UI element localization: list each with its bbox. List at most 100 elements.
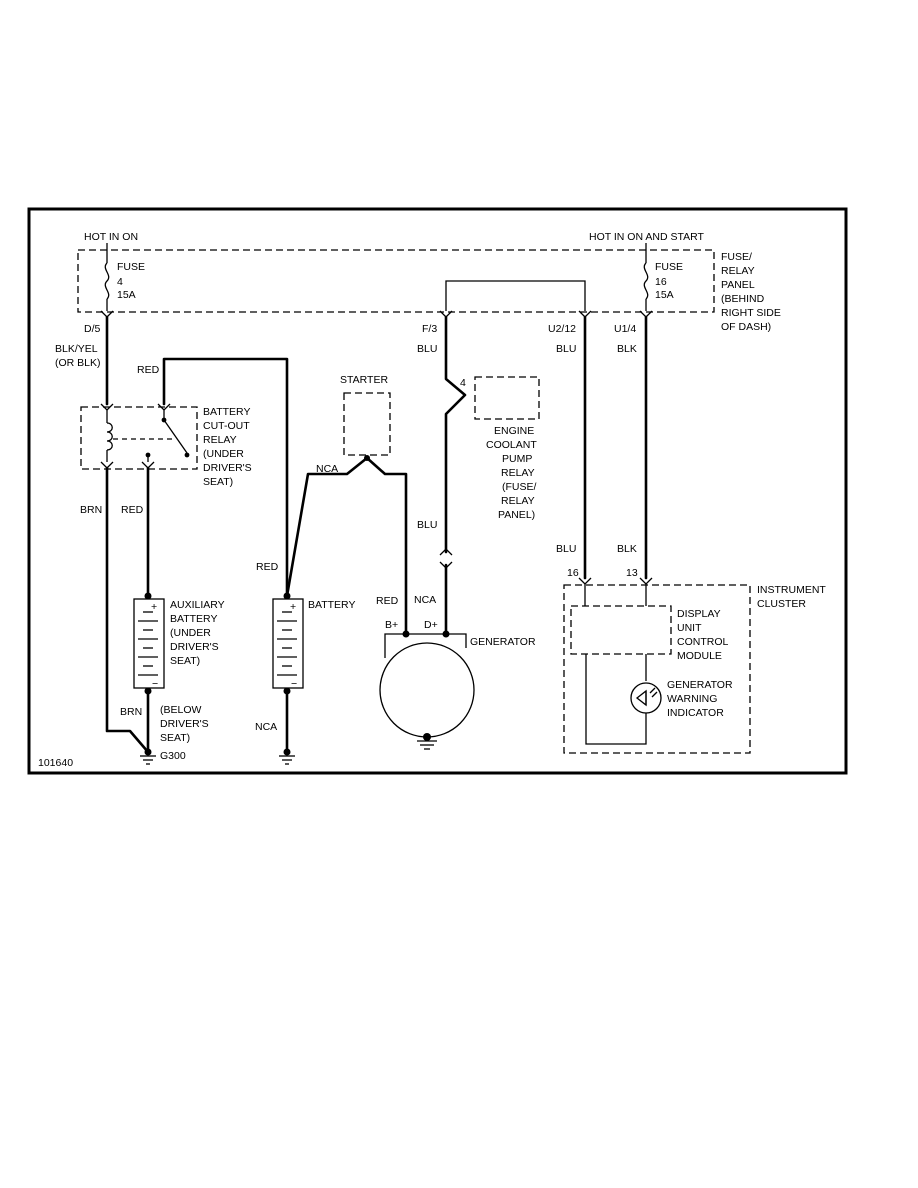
svg-text:16: 16 [567,567,579,579]
svg-text:15A: 15A [655,289,674,301]
panel-internal-link [445,280,586,311]
svg-text:SEAT): SEAT) [160,732,190,744]
battery: + − BATTERY [272,592,355,695]
generator-warning-indicator-icon [630,682,662,714]
svg-text:BATTERY: BATTERY [308,599,355,611]
svg-text:RELAY: RELAY [721,265,755,277]
svg-text:COOLANT: COOLANT [486,439,537,451]
generator: B+ D+ GENERATOR [379,619,536,750]
wire-label-nca-starter: NCA [316,463,338,475]
wire-label-red-aux: RED [121,504,144,516]
svg-text:RIGHT SIDE: RIGHT SIDE [721,307,781,319]
wire-label-blk-cluster: BLK [617,543,637,555]
svg-text:BATTERY: BATTERY [170,613,217,625]
wire-brn [105,466,150,754]
svg-text:−: − [291,678,297,690]
display-unit-control-module: DISPLAY UNIT CONTROL MODULE [570,605,728,662]
fuse-relay-panel-box [77,249,715,313]
svg-text:WARNING: WARNING [667,693,717,705]
svg-text:4: 4 [117,276,123,288]
battery-ground-icon [279,748,295,765]
svg-text:RELAY: RELAY [501,467,535,479]
wire-label-blu-lower: BLU [417,519,437,531]
connector-u14-label: U1/4 [614,323,636,335]
fuse-4: FUSE 4 15A [104,250,145,311]
fuse-16: FUSE 16 15A [643,250,683,311]
svg-text:RELAY: RELAY [501,495,535,507]
svg-text:15A: 15A [117,289,136,301]
pump-relay-pin-label: 4 [460,377,466,389]
wire-nca-starter [285,456,408,634]
svg-text:+: + [151,601,157,613]
svg-text:DRIVER'S: DRIVER'S [170,641,219,653]
svg-text:(BELOW: (BELOW [160,704,202,716]
svg-text:CONTROL: CONTROL [677,636,728,648]
wire-label-or-blk: (OR BLK) [55,357,101,369]
ground-g300-icon [140,748,156,765]
wire-label-red-generator: RED [376,595,399,607]
svg-text:AUXILIARY: AUXILIARY [170,599,225,611]
wire-blu-f3 [444,315,467,554]
connector-u212-label: U2/12 [548,323,576,335]
wire-label-blk-u14: BLK [617,343,637,355]
connector-f3-label: F/3 [422,323,437,335]
ground-g300-label: (BELOW DRIVER'S SEAT) G300 [160,704,209,762]
svg-text:(BEHIND: (BEHIND [721,293,765,305]
svg-text:13: 13 [626,567,638,579]
svg-text:SEAT): SEAT) [203,476,233,488]
hot-in-on-and-start-label: HOT IN ON AND START [589,231,705,243]
svg-text:GENERATOR: GENERATOR [667,679,733,691]
svg-text:D+: D+ [424,619,438,631]
svg-text:(UNDER: (UNDER [203,448,244,460]
wire-label-nca-battery: NCA [255,721,277,733]
svg-text:PANEL: PANEL [721,279,755,291]
svg-text:B+: B+ [385,619,398,631]
generator-warning-indicator-label: GENERATOR WARNING INDICATOR [667,679,733,719]
wire-label-brn-top: BRN [80,504,102,516]
svg-text:DRIVER'S: DRIVER'S [160,718,209,730]
fuse-relay-panel-label: FUSE/ RELAY PANEL (BEHIND RIGHT SIDE OF … [721,251,781,333]
starter: STARTER [340,374,391,461]
svg-text:FUSE/: FUSE/ [721,251,752,263]
indicator-return [585,654,647,745]
wire-label-red-battery: RED [256,561,279,573]
svg-text:GENERATOR: GENERATOR [470,636,536,648]
svg-text:DISPLAY: DISPLAY [677,608,721,620]
svg-text:CUT-OUT: CUT-OUT [203,420,250,432]
wire-label-blu-cluster: BLU [556,543,576,555]
wire-label-brn-bottom: BRN [120,706,142,718]
figure-id: 101640 [38,757,73,769]
wire-red-relay-to-battery [162,357,289,598]
svg-text:FUSE: FUSE [655,261,683,273]
svg-text:G300: G300 [160,750,186,762]
battery-cutout-relay: BATTERY CUT-OUT RELAY (UNDER DRIVER'S SE… [80,403,252,488]
svg-text:OF DASH): OF DASH) [721,321,771,333]
svg-text:−: − [152,678,158,690]
svg-text:RELAY: RELAY [203,434,237,446]
svg-text:MODULE: MODULE [677,650,722,662]
svg-text:UNIT: UNIT [677,622,702,634]
auxiliary-battery: + − AUXILIARY BATTERY (UNDER DRIVER'S SE… [133,592,225,695]
wire-label-blu-f3: BLU [417,343,437,355]
svg-text:INDICATOR: INDICATOR [667,707,724,719]
svg-text:BATTERY: BATTERY [203,406,250,418]
svg-text:ENGINE: ENGINE [494,425,534,437]
svg-text:16: 16 [655,276,667,288]
svg-text:FUSE: FUSE [117,261,145,273]
wire-label-blk-yel: BLK/YEL [55,343,98,355]
svg-text:STARTER: STARTER [340,374,388,386]
diagram-frame [27,207,848,775]
wire-label-nca-generator: NCA [414,594,436,606]
engine-coolant-pump-relay: ENGINE COOLANT PUMP RELAY (FUSE/ RELAY P… [474,376,540,521]
svg-text:(UNDER: (UNDER [170,627,211,639]
svg-text:+: + [290,601,296,613]
svg-text:PANEL): PANEL) [498,509,535,521]
svg-text:(FUSE/: (FUSE/ [502,481,537,493]
connector-d5-label: D/5 [84,323,101,335]
instrument-cluster: 16 13 INSTRUMENT CLUSTER [563,567,826,754]
svg-text:PUMP: PUMP [502,453,532,465]
hot-in-on-label: HOT IN ON [84,231,138,243]
wire-label-blu-u212: BLU [556,343,576,355]
svg-text:SEAT): SEAT) [170,655,200,667]
